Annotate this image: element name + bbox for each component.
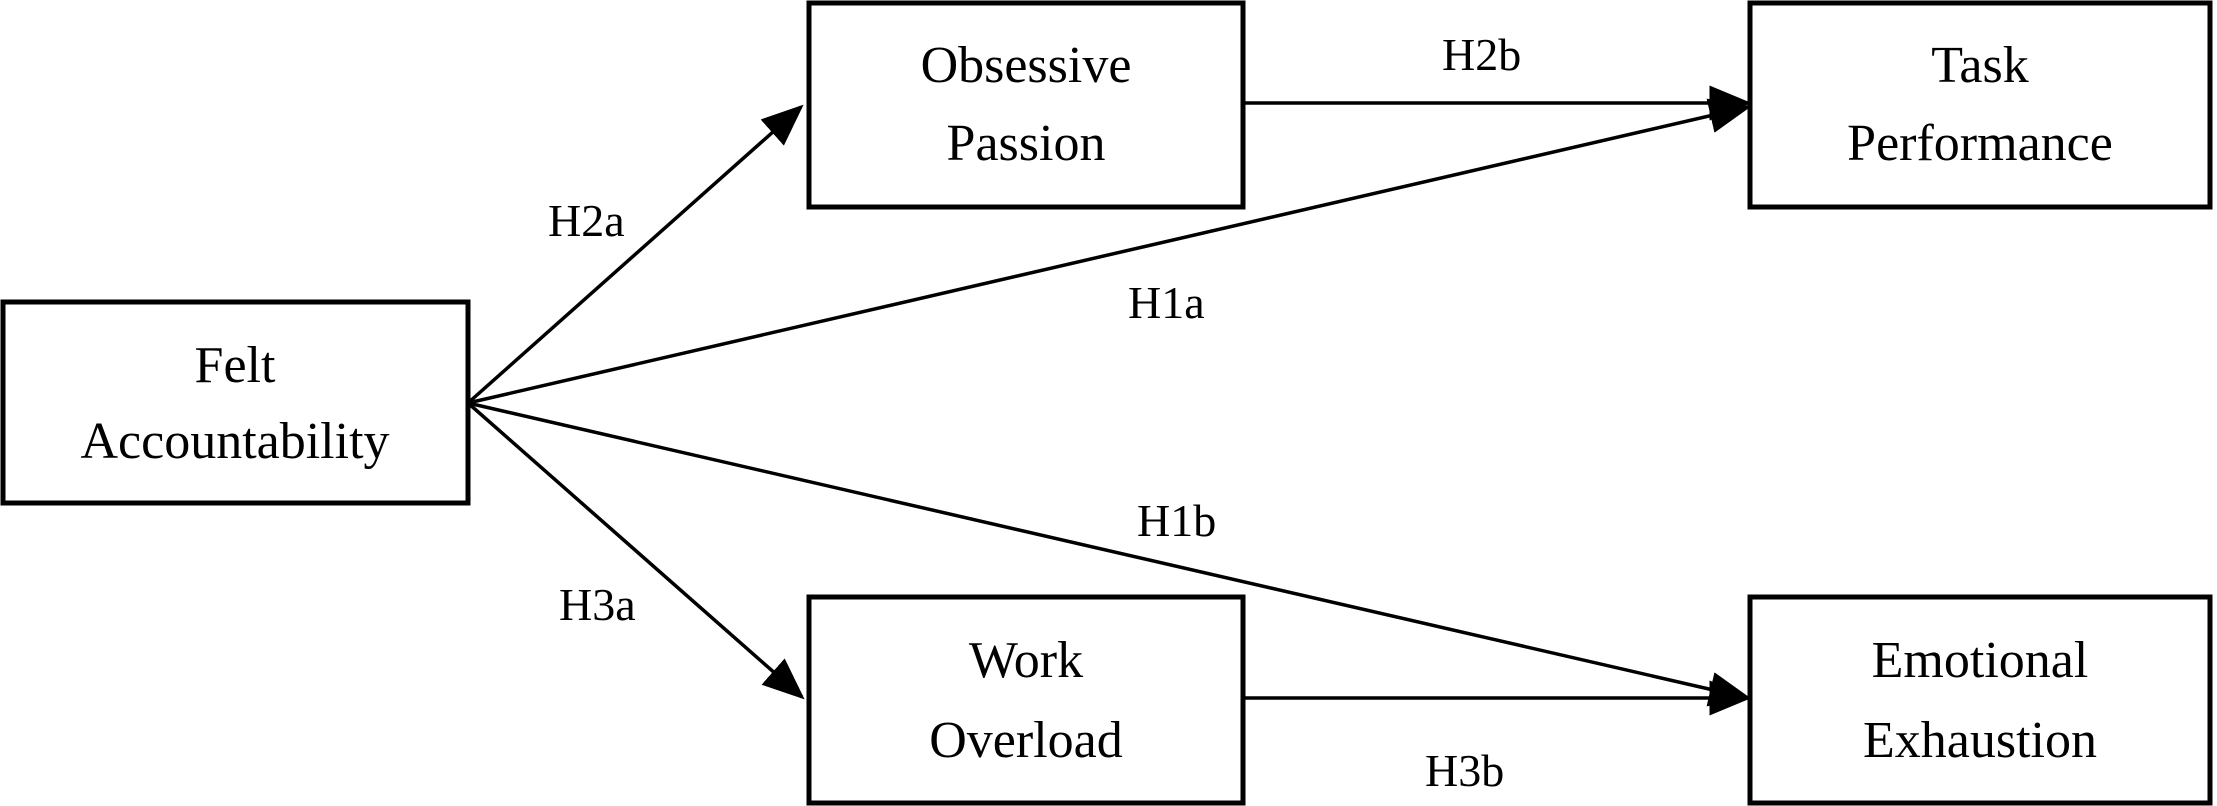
node-label-line2: Exhaustion	[1863, 712, 2097, 769]
edge-labels: H2a H2b H1a H1b H3a H3b	[548, 29, 1521, 796]
label-h1b: H1b	[1137, 495, 1216, 546]
node-work-overload: Work Overload	[806, 594, 1246, 806]
node-label-line1: Felt	[195, 337, 276, 394]
edge-h1a	[467, 98, 1752, 405]
node-felt-accountability: Felt Accountability	[0, 299, 471, 506]
node-label-line1: Task	[1931, 37, 2028, 94]
node-label-line2: Passion	[947, 115, 1106, 172]
node-box	[1747, 0, 2213, 210]
edge-h3a	[466, 401, 805, 700]
node-label-line2: Performance	[1847, 115, 2113, 172]
node-label-line1: Work	[969, 632, 1083, 689]
label-h3a: H3a	[559, 579, 636, 630]
edges	[466, 85, 1752, 716]
node-label-line2: Accountability	[80, 413, 389, 470]
node-box	[0, 299, 471, 506]
node-label-line1: Emotional	[1872, 632, 2089, 689]
label-h2a: H2a	[548, 195, 625, 246]
node-emotional-exhaustion: Emotional Exhaustion	[1747, 594, 2213, 806]
label-h1a: H1a	[1128, 277, 1205, 328]
node-box	[1747, 594, 2213, 806]
node-box	[806, 0, 1246, 210]
node-label-line1: Obsessive	[921, 37, 1132, 94]
node-task-performance: Task Performance	[1747, 0, 2213, 210]
node-obsessive-passion: Obsessive Passion	[806, 0, 1246, 210]
label-h2b: H2b	[1442, 29, 1521, 80]
edge-h1b	[467, 401, 1752, 707]
node-box	[806, 594, 1246, 806]
label-h3b: H3b	[1425, 745, 1504, 796]
edge-h2a	[466, 104, 804, 405]
node-label-line2: Overload	[929, 712, 1122, 769]
